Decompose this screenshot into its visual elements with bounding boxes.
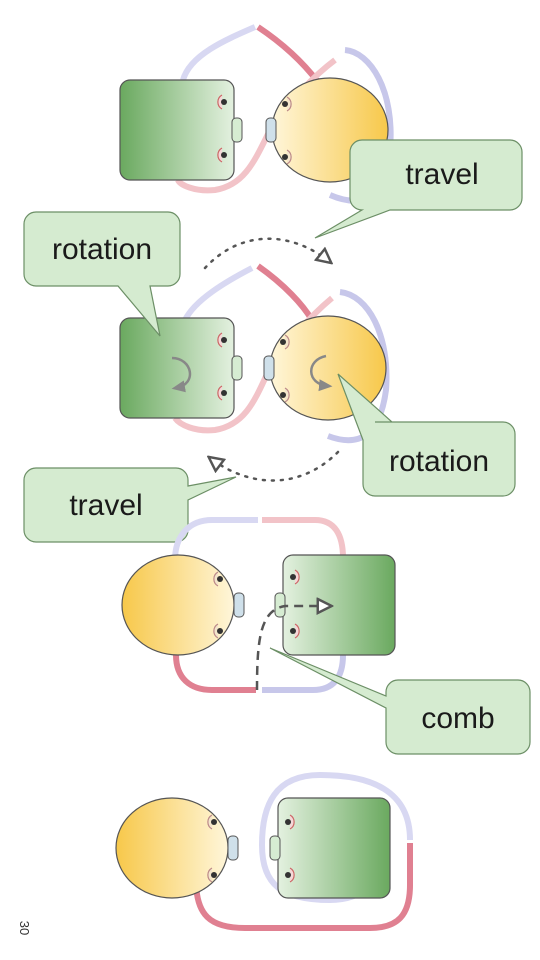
eye-icon bbox=[217, 385, 223, 401]
callout-rotation-right: rotation bbox=[337, 373, 516, 497]
circle-robot bbox=[121, 554, 245, 656]
rotation-arrow-icon bbox=[310, 354, 333, 392]
panel-4 bbox=[115, 771, 413, 931]
rotation-arrow-icon bbox=[171, 356, 192, 393]
square-robot bbox=[269, 797, 391, 899]
square-robot bbox=[119, 317, 243, 419]
eye-icon bbox=[207, 814, 213, 830]
callout-comb-text: comb bbox=[421, 702, 494, 735]
callout-travel-mid-text: travel bbox=[69, 489, 142, 522]
eye-icon bbox=[213, 571, 219, 587]
strand-lavender bbox=[172, 517, 258, 561]
eye-icon bbox=[217, 147, 223, 163]
eye-icon bbox=[217, 332, 223, 348]
callout-travel-text: travel bbox=[405, 158, 478, 191]
comb-arrow bbox=[255, 606, 330, 691]
eye-icon bbox=[286, 149, 292, 165]
eye-icon bbox=[294, 569, 300, 585]
strand-lavender bbox=[182, 265, 254, 322]
page-number: 30 bbox=[17, 920, 32, 936]
eye-icon bbox=[207, 867, 213, 883]
callout-rotation-left-text: rotation bbox=[52, 233, 152, 266]
callout-rotation-left: rotation bbox=[23, 211, 181, 337]
panel-1: travel bbox=[119, 24, 523, 270]
strand-pink bbox=[173, 654, 256, 693]
callout-travel: travel bbox=[314, 139, 523, 239]
callout-rotation-right-text: rotation bbox=[389, 445, 489, 478]
eye-icon bbox=[217, 94, 223, 110]
strand-lavender bbox=[326, 289, 390, 444]
circle-robot bbox=[115, 797, 239, 899]
eye-icon bbox=[289, 814, 295, 830]
eye-icon bbox=[286, 96, 292, 112]
panel-3: comb bbox=[121, 517, 531, 755]
eye-icon bbox=[284, 387, 290, 403]
square-robot bbox=[119, 79, 243, 181]
eye-icon bbox=[213, 623, 219, 639]
strand-pink bbox=[256, 24, 321, 84]
strand-lavender bbox=[262, 654, 346, 693]
square-robot bbox=[274, 554, 396, 656]
eye-icon bbox=[294, 623, 300, 639]
callout-travel-mid: travel bbox=[23, 467, 237, 543]
callout-comb: comb bbox=[269, 647, 531, 755]
travel-arrow bbox=[203, 237, 330, 270]
travel-arrow bbox=[210, 450, 340, 482]
panel-2: rotation rotation travel bbox=[23, 211, 516, 543]
strand-pink bbox=[256, 263, 315, 322]
strand-pink-light bbox=[262, 517, 346, 559]
strand-lavender bbox=[180, 24, 257, 82]
eye-icon bbox=[284, 334, 290, 350]
eye-icon bbox=[289, 867, 295, 883]
strand-pink bbox=[193, 843, 413, 931]
